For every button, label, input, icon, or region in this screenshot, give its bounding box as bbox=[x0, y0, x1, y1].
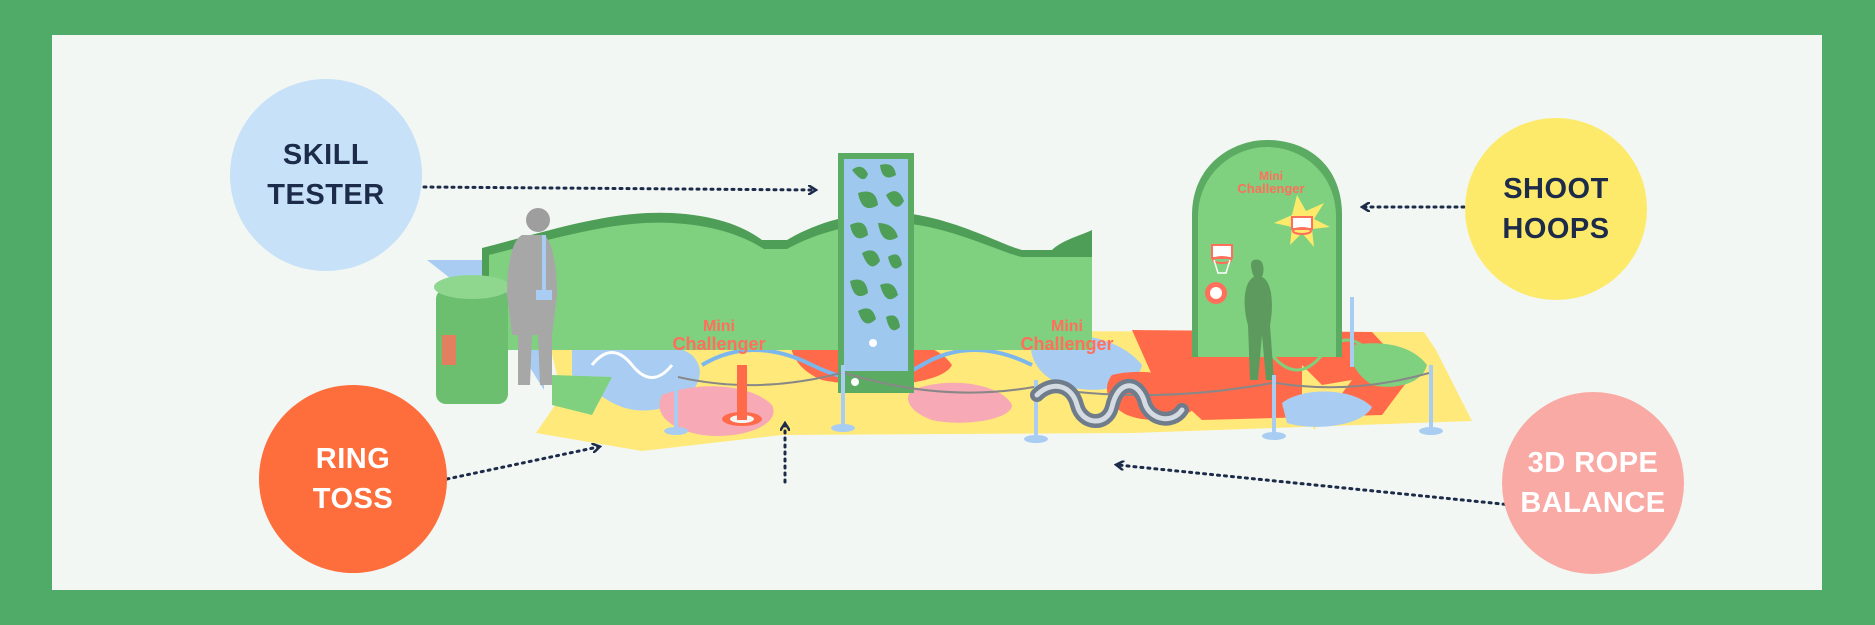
skill-tester-callout: SKILL TESTER bbox=[230, 79, 422, 271]
callout-line2: BALANCE bbox=[1520, 487, 1666, 519]
arrow-skill-tester bbox=[422, 187, 814, 190]
callout-line2: HOOPS bbox=[1502, 213, 1610, 245]
callout-line2: TESTER bbox=[267, 179, 385, 211]
logo-line2: Challenger bbox=[672, 334, 765, 354]
back-wall bbox=[482, 212, 1092, 350]
shoot-hoops-callout: SHOOT HOOPS bbox=[1465, 118, 1647, 300]
callout-line1: 3D ROPE bbox=[1527, 447, 1659, 479]
booth-illustration: Mini Challenger Mini Challenger Mini Cha… bbox=[422, 140, 1514, 507]
logo-line2: Challenger bbox=[1020, 334, 1113, 354]
callout-line1: SHOOT bbox=[1503, 173, 1609, 205]
booth-logo-hoops: Mini Challenger bbox=[1237, 169, 1304, 196]
ring-toss-post bbox=[722, 365, 762, 426]
basketball-hoop-icon bbox=[1274, 195, 1330, 247]
ring-toss-callout: RING TOSS bbox=[259, 385, 447, 573]
logo-line1: Mini bbox=[1259, 169, 1283, 183]
rope-balance-track bbox=[1030, 378, 1189, 428]
callout-line1: RING bbox=[315, 443, 391, 475]
rope-balance-callout: 3D ROPE BALANCE bbox=[1502, 392, 1684, 574]
booth-logo-center: Mini Challenger bbox=[1020, 318, 1113, 354]
logo-line1: Mini bbox=[1051, 318, 1083, 335]
logo-line1: Mini bbox=[703, 318, 735, 335]
dotted-arrow-icon bbox=[422, 187, 1514, 507]
basketball-hoop-icon bbox=[1211, 244, 1233, 274]
person-silhouette-icon bbox=[507, 208, 557, 385]
arrow-rope-balance bbox=[1118, 465, 1514, 507]
arrow-ring-toss bbox=[445, 447, 598, 481]
booth-logo-left: Mini Challenger bbox=[672, 318, 765, 354]
podium bbox=[434, 275, 510, 404]
shoot-hoops-wall bbox=[1192, 140, 1342, 380]
logo-line2: Challenger bbox=[1237, 181, 1304, 196]
skill-tester-tower bbox=[838, 153, 914, 393]
child-silhouette-icon bbox=[1244, 259, 1274, 380]
callout-line1: SKILL bbox=[282, 139, 370, 171]
callout-line2: TOSS bbox=[312, 483, 394, 515]
diagram-canvas: Mini Challenger Mini Challenger Mini Cha… bbox=[52, 35, 1822, 590]
